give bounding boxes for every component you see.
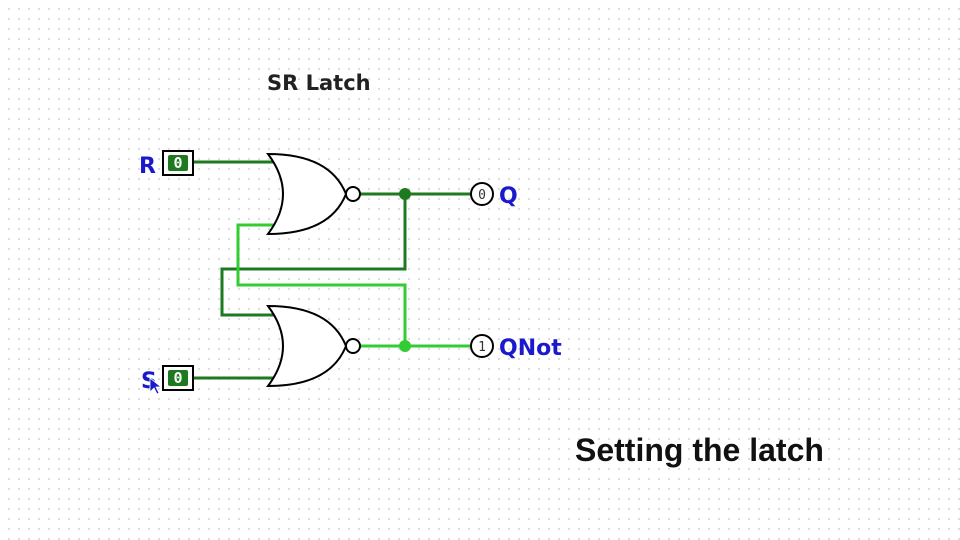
nor-bubble-bottom: [345, 338, 361, 354]
input-r-pin[interactable]: 0: [162, 150, 194, 176]
junction-qnot: [399, 340, 411, 352]
junction-q: [399, 188, 411, 200]
input-r-label: R: [139, 154, 156, 179]
output-q-value: 0: [478, 188, 486, 203]
nor-gate-top[interactable]: [266, 152, 361, 236]
input-s-pin[interactable]: 0: [162, 365, 194, 391]
output-qnot-pin: 1: [470, 334, 494, 358]
wire-qnot-feedback: [236, 223, 407, 348]
wire-q-feedback: [220, 192, 407, 317]
output-q-label: Q: [499, 184, 518, 209]
wires: [191, 160, 472, 380]
mouse-cursor-icon: [149, 377, 163, 395]
slide-caption: Setting the latch: [575, 432, 824, 468]
input-s-value: 0: [173, 369, 182, 387]
output-qnot-label: QNot: [499, 336, 562, 361]
output-q-pin: 0: [470, 182, 494, 206]
nor-bubble-top: [345, 186, 361, 202]
output-qnot-value: 1: [478, 340, 486, 355]
circuit-title: SR Latch: [267, 71, 371, 95]
nor-gate-bottom[interactable]: [266, 304, 361, 388]
input-r-value: 0: [173, 154, 182, 172]
